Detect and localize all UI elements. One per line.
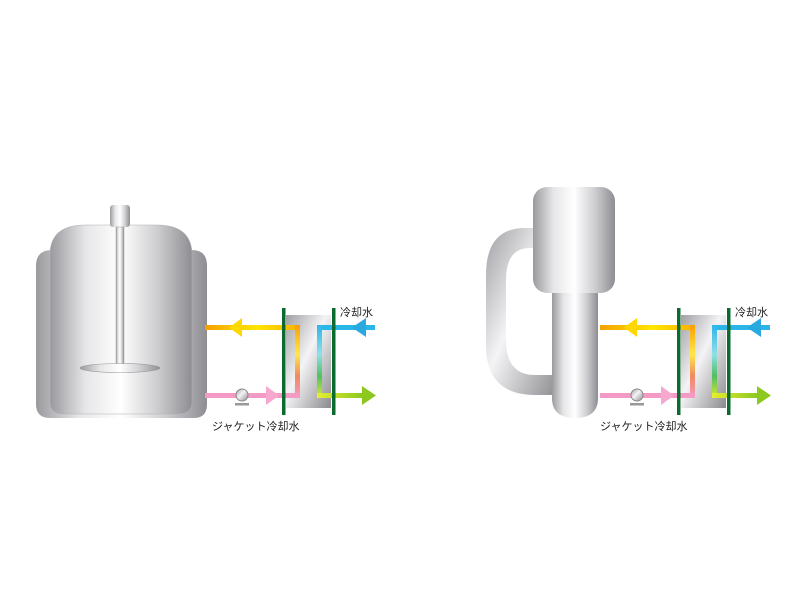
agitator-shaft <box>115 226 125 368</box>
jacket-water-label: ジャケット冷却水 <box>600 420 687 433</box>
impeller <box>79 363 161 373</box>
stirred-tank-diagram: 冷却水 ジャケット冷却水 <box>36 205 377 433</box>
loop-reactor-diagram: 冷却水 ジャケット冷却水 <box>486 187 772 433</box>
reactor-column <box>552 285 598 418</box>
reactor-head <box>533 187 615 293</box>
loop-pipe <box>486 228 560 395</box>
cooling-water-label: 冷却水 <box>735 306 768 319</box>
agitator-motor <box>110 205 130 227</box>
heat-exchanger <box>204 307 377 416</box>
cooling-water-label: 冷却水 <box>340 306 373 319</box>
heat-exchanger <box>599 307 772 416</box>
jacket-water-label: ジャケット冷却水 <box>212 420 299 433</box>
